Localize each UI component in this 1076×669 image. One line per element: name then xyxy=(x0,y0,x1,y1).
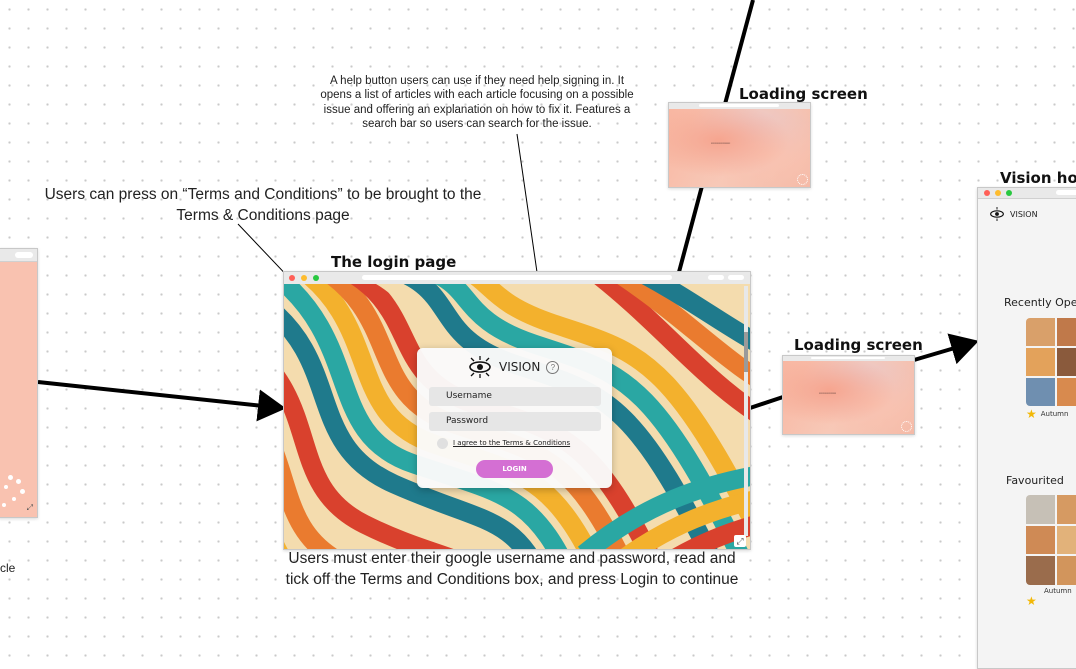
brand-name: VISION xyxy=(499,360,541,374)
line-login-to-loading-top xyxy=(677,185,704,273)
username-field[interactable]: Username xyxy=(429,387,601,406)
album-1-label: Autumn xyxy=(1040,410,1069,418)
loading-screen-top-title: Loading screen xyxy=(739,85,868,103)
loading-screen-right-title: Loading screen xyxy=(794,336,923,354)
spinner-icon xyxy=(901,421,912,432)
left-partial-frame: ⤢ xyxy=(0,248,38,518)
star-icon[interactable]: ★ xyxy=(1026,407,1037,421)
album-thumbnail-2[interactable] xyxy=(1026,495,1076,585)
loading-dots xyxy=(2,473,30,511)
eye-logo-icon xyxy=(990,207,1004,221)
scrollbar[interactable] xyxy=(744,286,748,536)
album-thumbnail-1[interactable] xyxy=(1026,318,1076,406)
loading-screen-top: ▪▪▪▪▪▪▪▪▪▪▪▪▪▪▪▪▪▪ xyxy=(668,102,811,188)
browser-chrome xyxy=(978,188,1076,199)
loading-caption: ▪▪▪▪▪▪▪▪▪▪▪▪▪▪▪▪▪▪ xyxy=(711,141,731,145)
star-icon[interactable]: ★ xyxy=(1026,594,1037,608)
line-login-to-loading-right xyxy=(749,395,784,410)
terms-link[interactable]: I agree to the Terms & Conditions xyxy=(453,439,571,447)
login-page-title: The login page xyxy=(331,253,457,271)
browser-chrome xyxy=(0,249,37,262)
loading-screen-right: ▪▪▪▪▪▪▪▪▪▪▪▪▪▪▪▪ xyxy=(782,355,915,435)
expand-icon[interactable]: ⤢ xyxy=(734,535,746,547)
help-button-note: A help button users can use if they need… xyxy=(320,75,634,130)
loading-caption: ▪▪▪▪▪▪▪▪▪▪▪▪▪▪▪▪ xyxy=(819,391,837,395)
url-bar[interactable] xyxy=(362,275,672,280)
home-brand-row: VISION xyxy=(988,207,1038,221)
vision-home-frame: VISION Recently Ope ★ Autumn Favourited … xyxy=(977,187,1076,669)
login-page-frame: ⤢ VISION ? Username Password I agree to … xyxy=(283,271,751,550)
album-2-label: Autumn xyxy=(1044,587,1072,595)
terms-note: Users can press on “Terms and Conditions… xyxy=(44,186,482,224)
spinner-icon xyxy=(797,174,808,185)
arrow-left-to-login xyxy=(37,380,286,422)
login-card: VISION ? Username Password I agree to th… xyxy=(417,348,612,488)
brand-row: VISION ? xyxy=(467,356,560,378)
line-loading-top-up xyxy=(723,0,755,105)
help-button[interactable]: ? xyxy=(546,360,560,374)
recently-opened-heading: Recently Ope xyxy=(1004,296,1076,309)
login-instructions-note: Users must enter their google username a… xyxy=(285,550,739,588)
password-field[interactable]: Password xyxy=(429,412,601,431)
eye-logo-icon xyxy=(469,356,491,378)
left-note-fragment: cle xyxy=(0,561,16,575)
album-1-row: ★ Autumn xyxy=(1026,407,1068,421)
expand-icon[interactable]: ⤢ xyxy=(26,503,33,512)
arrow-loading-to-home xyxy=(913,333,979,365)
terms-checkbox[interactable] xyxy=(437,438,448,449)
favourited-heading: Favourited xyxy=(1006,474,1064,487)
login-button[interactable]: LOGIN xyxy=(476,460,553,478)
vision-home-title: Vision hor xyxy=(1000,169,1076,187)
home-brand-name: VISION xyxy=(1010,209,1038,219)
